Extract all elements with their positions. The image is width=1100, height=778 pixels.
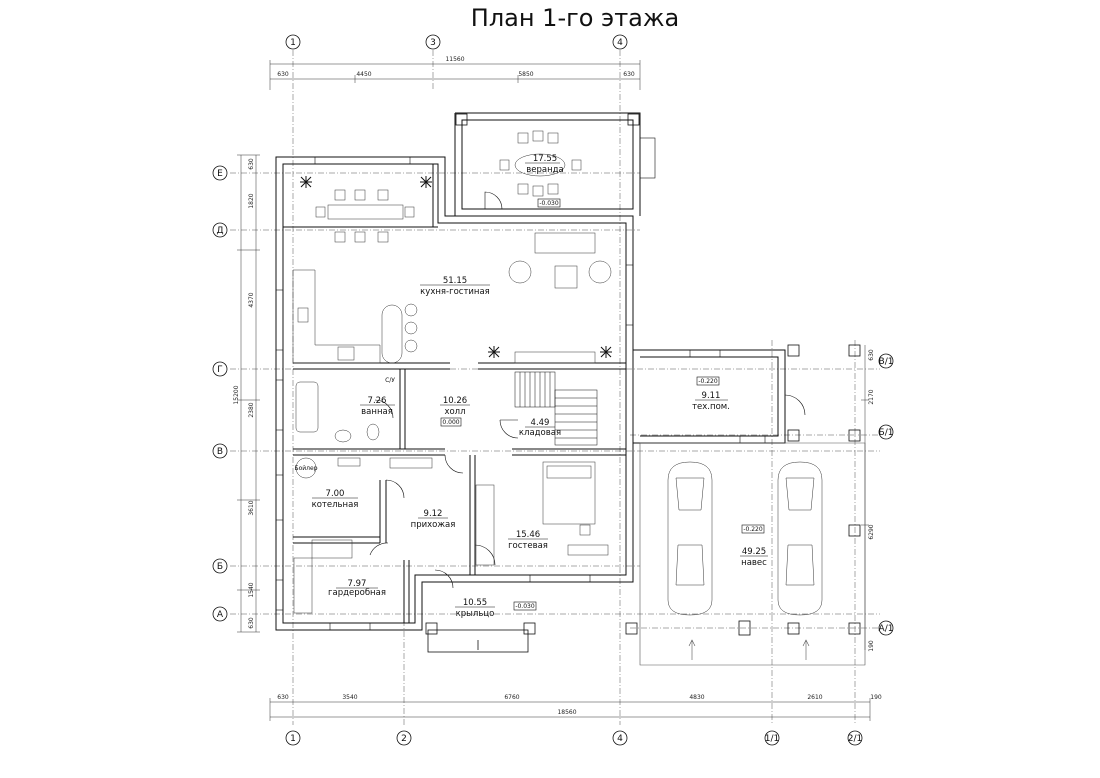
ck-label: С/У [385, 377, 395, 384]
axis-right-V1: В/1 [879, 357, 894, 367]
room-name-bath: ванная [361, 407, 393, 417]
dim-top-1: 630 [277, 71, 289, 78]
dim-left-3: 4370 [248, 292, 255, 307]
dim-right-1: 630 [868, 349, 875, 361]
dim-left-1: 630 [248, 158, 255, 170]
room-area-veranda: 17.55 [533, 154, 557, 164]
room-area-storage: 4.49 [531, 418, 550, 428]
dim-top-total: 11560 [445, 56, 464, 63]
furniture [292, 130, 823, 616]
room-name-entry: прихожая [411, 520, 456, 530]
axis-left-V: В [217, 447, 223, 457]
stairs [514, 371, 598, 446]
axis-right-A1: А/1 [879, 624, 894, 634]
room-name-guest: гостевая [508, 541, 548, 551]
porch-step [427, 629, 529, 653]
axis-left-B: Б [217, 562, 223, 572]
room-area-bath: 7.26 [368, 396, 387, 406]
room-label-underlines [312, 162, 768, 608]
dim-top-4: 630 [623, 71, 635, 78]
boiler-label: Бойлер [294, 465, 317, 472]
room-area-tech: 9.11 [702, 391, 721, 401]
dim-left-2: 1820 [248, 193, 255, 208]
dim-bottom-4: 4830 [689, 694, 704, 701]
room-name-storage: кладовая [519, 428, 561, 438]
room-name-tech: тех.пом. [692, 402, 730, 412]
dim-bottom-5: 2610 [807, 694, 822, 701]
axis-bubbles [212, 34, 894, 746]
level-hall: 0.000 [442, 419, 459, 426]
room-name-veranda: веранда [526, 165, 564, 175]
level-porch: -0.030 [515, 603, 535, 610]
room-area-porch: 10.55 [463, 598, 487, 608]
dim-bottom-3: 6760 [504, 694, 519, 701]
axis-top-3: 3 [430, 38, 436, 48]
axis-left-G: Г [217, 365, 223, 375]
axis-bottom-1-1: 1/1 [765, 734, 779, 744]
level-canopy: -0.220 [743, 526, 763, 533]
axis-top-1: 1 [290, 38, 296, 48]
windows [275, 137, 766, 631]
room-name-kitchen: кухня-гостиная [420, 287, 490, 297]
dim-right-3: 6290 [868, 524, 875, 539]
dim-top-3: 5850 [518, 71, 533, 78]
dim-right-4: 190 [868, 640, 875, 652]
room-area-canopy: 49.25 [742, 547, 766, 557]
room-name-wardrobe: гардеробная [328, 588, 386, 598]
axis-right-B1: Б/1 [879, 428, 894, 438]
plants [300, 176, 612, 358]
dim-left-total: 15200 [233, 385, 240, 404]
axis-bottom-1: 1 [290, 734, 296, 744]
doors [369, 191, 806, 589]
axis-bottom-4: 4 [617, 734, 623, 744]
dim-bottom-2: 3540 [342, 694, 357, 701]
exterior-walls [275, 112, 786, 631]
axis-bottom-2: 2 [401, 734, 407, 744]
dim-bottom-1: 630 [277, 694, 289, 701]
dim-top-2: 4450 [356, 71, 371, 78]
axis-bottom-2-1: 2/1 [848, 734, 862, 744]
room-name-porch: крыльцо [456, 609, 495, 619]
room-name-boiler: котельная [312, 500, 359, 510]
drawing-title: План 1-го этажа [470, 4, 680, 32]
room-area-kitchen: 51.15 [443, 276, 467, 286]
columns [425, 113, 861, 636]
dim-bottom-6: 190 [870, 694, 882, 701]
room-name-hall: холл [444, 407, 465, 417]
room-area-guest: 15.46 [516, 530, 540, 540]
dim-left-6: 1540 [248, 582, 255, 597]
level-tech: -0.220 [698, 378, 718, 385]
axis-top-4: 4 [617, 38, 623, 48]
axis-left-A: А [217, 610, 224, 620]
room-area-entry: 9.12 [424, 509, 443, 519]
dim-left-7: 630 [248, 617, 255, 629]
dim-left-4: 2380 [248, 402, 255, 417]
level-boxes [440, 198, 765, 611]
dim-left-5: 3610 [248, 500, 255, 515]
axis-left-E: Е [217, 169, 223, 179]
axis-grid [230, 50, 880, 725]
room-area-boiler: 7.00 [326, 489, 345, 499]
dim-bottom-total: 18560 [557, 709, 576, 716]
room-name-canopy: навес [741, 558, 767, 568]
dim-right-2: 2170 [868, 389, 875, 404]
level-veranda: -0.030 [539, 200, 559, 207]
room-area-wardrobe: 7.97 [348, 579, 367, 589]
axis-left-D: Д [216, 226, 223, 236]
room-area-hall: 10.26 [443, 396, 467, 406]
canopy-outline [639, 442, 866, 666]
